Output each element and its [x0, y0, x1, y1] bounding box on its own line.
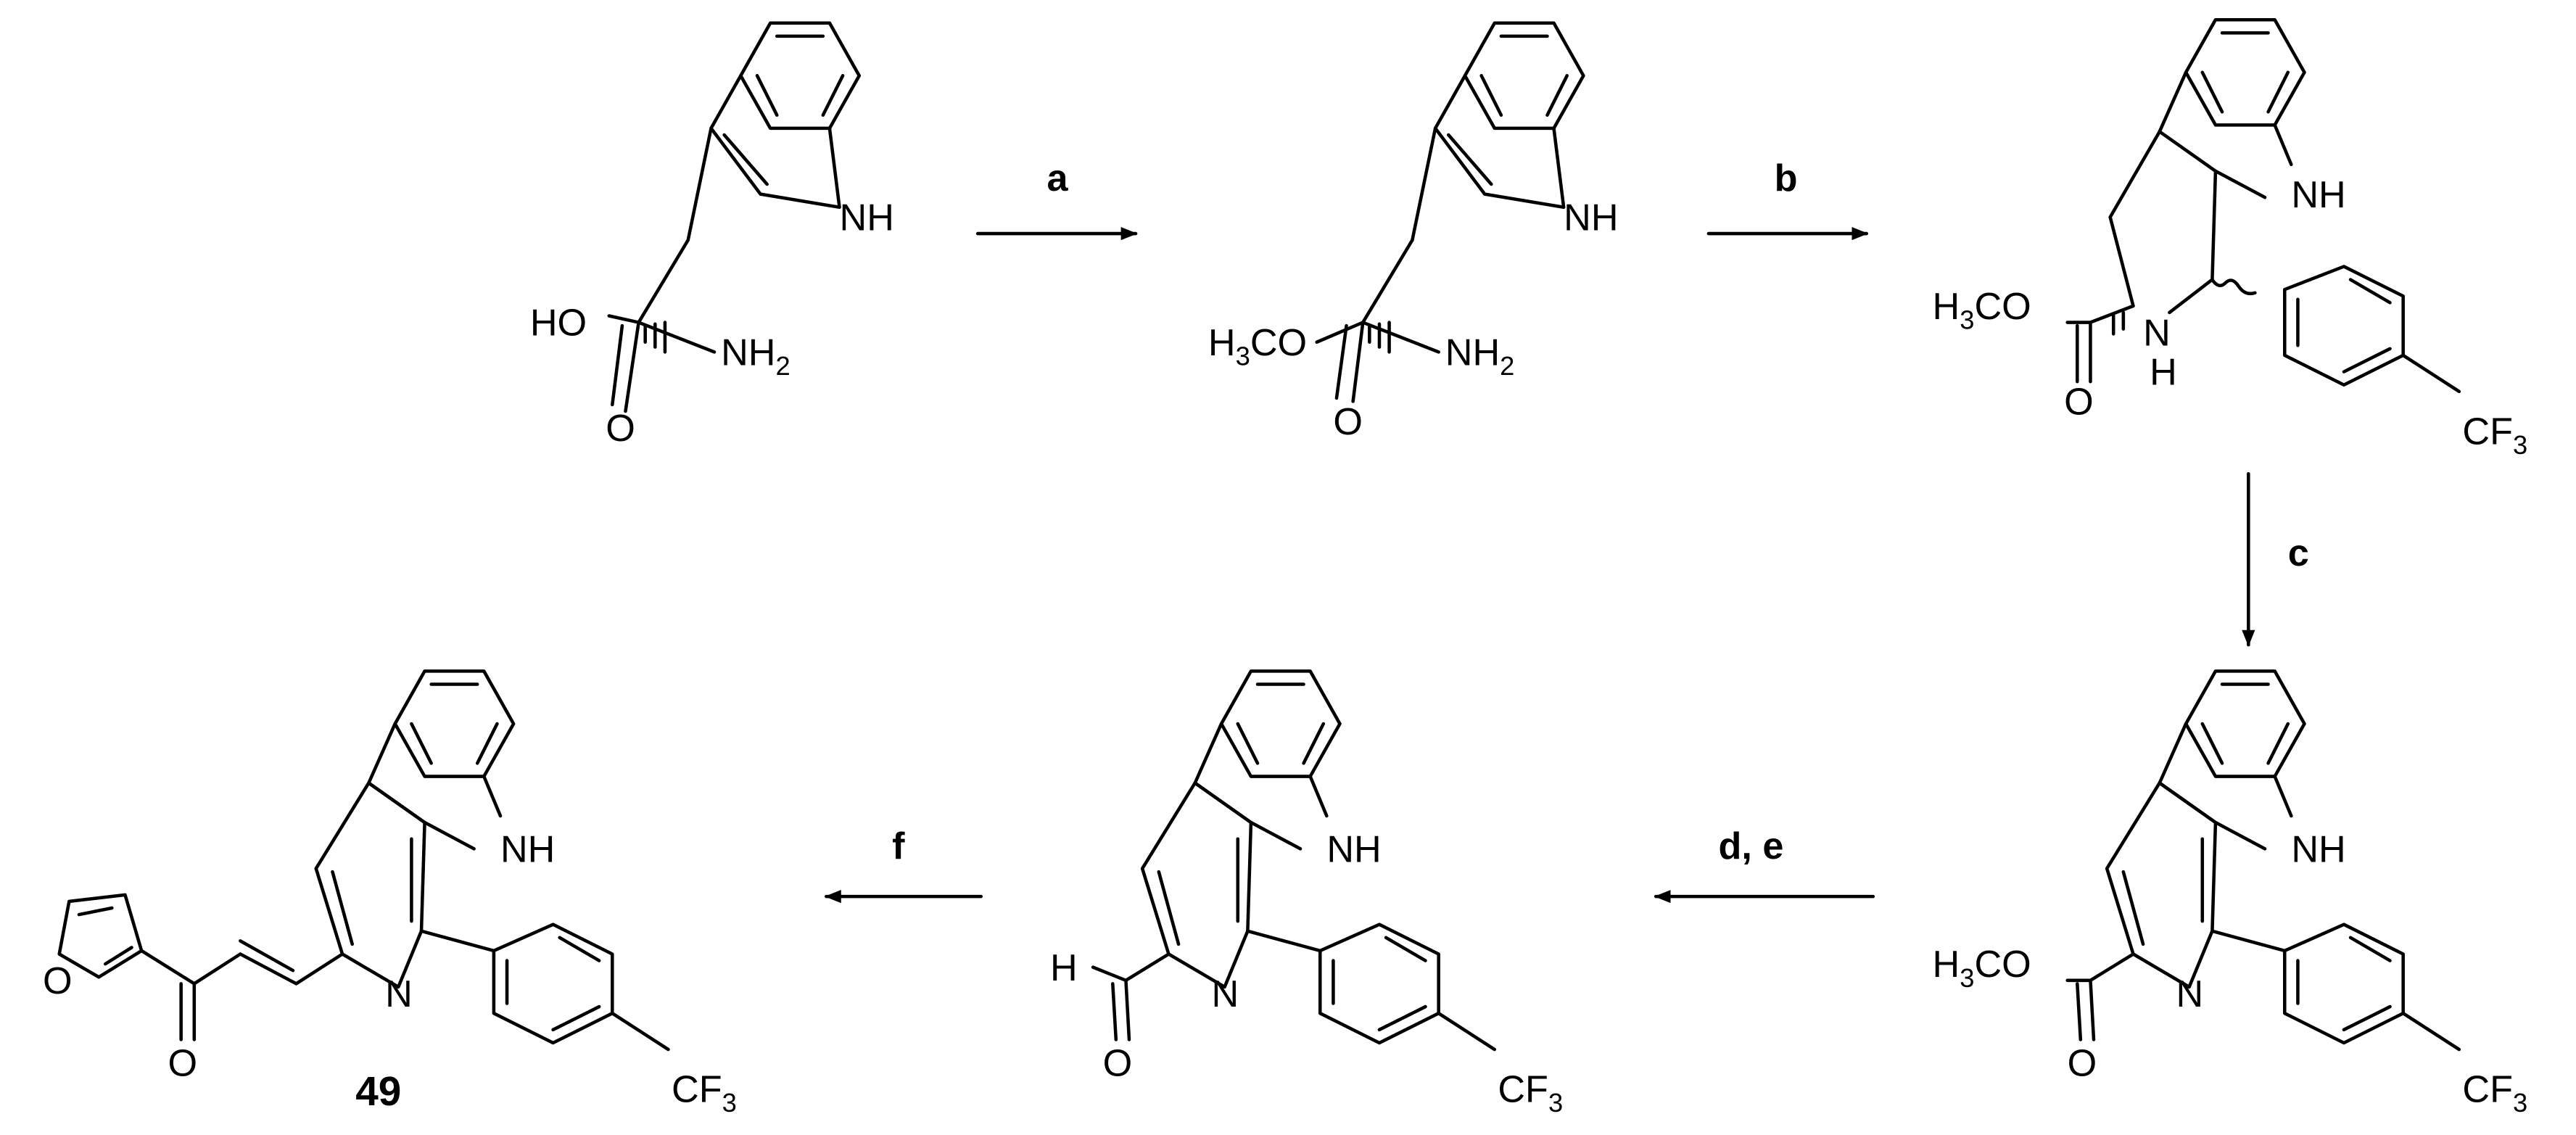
compound-49-label: 49: [355, 1069, 401, 1115]
ho-label: HO: [530, 302, 587, 344]
nh-label-49: NH: [500, 829, 555, 871]
tryptophan-methyl-ester-structure: [1315, 21, 1585, 403]
cf3-label-5: CF3: [1498, 1069, 1563, 1118]
compound-49-structure: [57, 669, 670, 1052]
reagent-labels: a b c d, e f: [892, 157, 2309, 867]
cf3-label-49: CF3: [672, 1069, 737, 1118]
nh-label-2: NH: [1564, 197, 1618, 239]
o-ketone-label-49: O: [168, 1042, 198, 1084]
o-label-4: O: [2068, 1042, 2097, 1084]
reagent-de-label: d, e: [1719, 825, 1784, 867]
reagent-b-label: b: [1775, 157, 1798, 199]
nh-label-4: NH: [2291, 829, 2345, 871]
nh-label-3: NH: [2291, 174, 2345, 216]
o-label-3: O: [2064, 381, 2094, 424]
o-furan-label-49: O: [43, 960, 73, 1002]
n-label-49: N: [385, 973, 413, 1015]
h-aldehyde-label: H: [1050, 947, 1078, 989]
nh2-label-1: NH2: [721, 332, 790, 381]
n-label-4: N: [2176, 973, 2203, 1015]
cf3-label-4: CF3: [2462, 1069, 2527, 1118]
n-label-3: N: [2143, 312, 2171, 354]
n-label-5: N: [1211, 973, 1239, 1015]
reagent-c-label: c: [2288, 532, 2309, 574]
h-label-3: H: [2150, 352, 2177, 394]
o-label-5: O: [1103, 1042, 1133, 1084]
cf3-label-3: CF3: [2462, 410, 2527, 460]
h3co-label-3: H3CO: [1933, 286, 2031, 335]
reagent-a-label: a: [1046, 157, 1068, 199]
o-label-2: O: [1333, 401, 1363, 443]
h3co-label-4: H3CO: [1933, 944, 2031, 993]
carboline-aldehyde-structure: [1091, 669, 1497, 1052]
atom-labels: NH HO NH2 O NH H3CO NH2 O NH H3CO N H O …: [43, 174, 2527, 1118]
reagent-f-label: f: [892, 825, 905, 867]
carboline-ester-structure: [2065, 669, 2461, 1052]
nh-label-1: NH: [840, 197, 894, 239]
nh-label-5: NH: [1326, 829, 1381, 871]
nh2-label-2: NH2: [1445, 332, 1515, 381]
tryptophan-structure: [607, 21, 862, 413]
h3co-label-2: H3CO: [1208, 322, 1307, 371]
tetrahydro-carboline-structure: [2065, 17, 2461, 394]
o-label-1: O: [606, 408, 635, 450]
